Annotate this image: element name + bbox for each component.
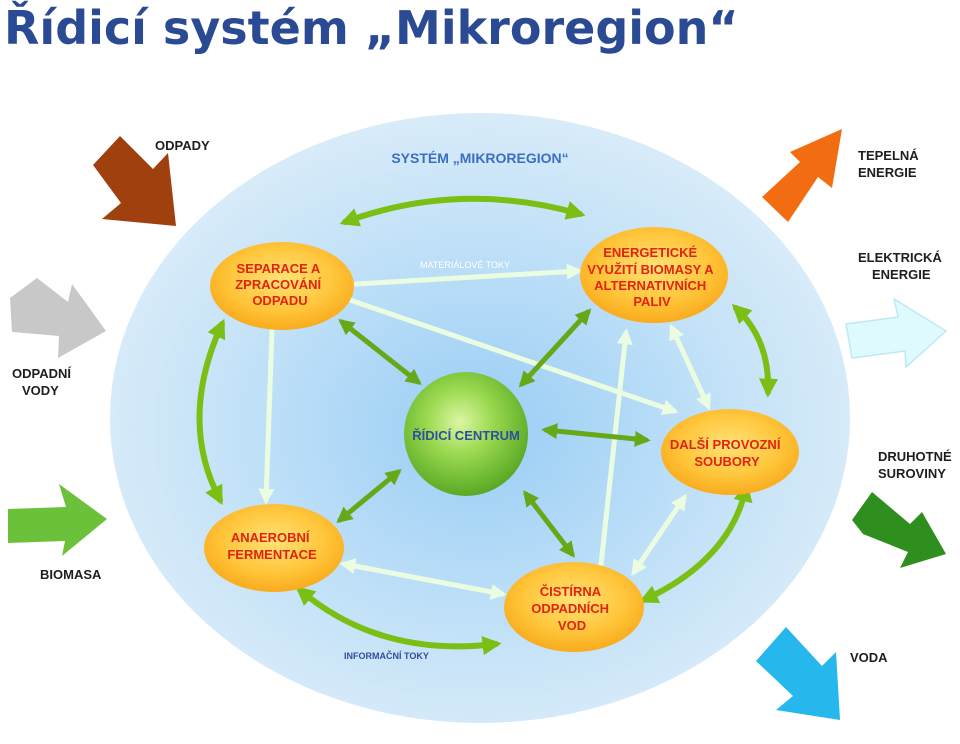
flow-separace-energeticke [353,263,583,287]
flow-cistirna-energeticke [597,328,633,577]
svg-text:VODA: VODA [850,650,888,665]
svg-text:ČISTÍRNA ODPADNÍCH: ČISTÍRNA ODPADNÍCH VOD [531,584,612,633]
node-energeticke-line-2: VYUŽITÍ BIOMASY A [587,262,714,277]
svg-text:ODPADNÍ VODY: ODPADNÍ VODY [12,366,75,398]
node-energeticke-line-4: PALIV [633,294,671,309]
flow-dalsi-cistirna [631,494,687,576]
output-label-elektricka-line-2: ENERGIE [872,267,931,282]
svg-text:ELEKTRICKÁ ENERGIE: ELEKTRICKÁ ENERGIE [858,250,945,282]
node-cistirna-line-2: ODPADNÍCH [531,601,609,616]
svg-text:ENERGETICKÉ VYUŽITÍ BIOM: ENERGETICKÉ VYUŽITÍ BIOMASY A ALTERNATIV… [587,245,717,309]
cycle-arrow-bottom-right [638,482,753,604]
input-label-biomasa: BIOMASA [40,567,102,582]
node-separace[interactable]: SEPARACE A ZPRACOVÁNÍ ODPADU [210,242,354,330]
info-center-energeticke [518,308,592,388]
output-arrow-tepelna [762,129,842,222]
output-label-tepelna-line-1: TEPELNÁ [858,148,919,163]
node-dalsi-line-2: SOUBORY [694,454,760,469]
cycle-arrow-right [731,304,779,398]
cycle-arrows [196,195,779,656]
node-cistirna[interactable]: ČISTÍRNA ODPADNÍCH VOD [504,562,644,652]
svg-text:SEPARACE A ZPRACOVÁNÍ: SEPARACE A ZPRACOVÁNÍ ODPADU [235,261,325,308]
flow-anaerobni-cistirna [339,558,507,600]
node-separace-line-1: SEPARACE A [237,261,321,276]
node-energeticke[interactable]: ENERGETICKÉ VYUŽITÍ BIOMASY A ALTERNATIV… [580,227,728,323]
input-arrow-biomasa [8,484,107,556]
control-center[interactable]: ŘÍDICÍ CENTRUM [404,372,528,496]
output-arrow-voda [756,627,840,720]
page-title: Řídicí systém „Mikroregion“ [4,1,739,55]
info-center-anaerobni [336,468,402,524]
info-center-dalsi [541,423,651,447]
node-anaerobni[interactable]: ANAEROBNÍ FERMENTACE [204,504,344,592]
svg-text:ODPADY: ODPADY [155,138,210,153]
node-dalsi-line-1: DALŠÍ PROVOZNÍ [670,437,781,452]
information-flows [336,308,651,558]
output-label-voda: VODA [850,650,888,665]
output-arrow-elektricka [845,297,948,369]
input-label-odpadni-vody-line-2: VODY [22,383,59,398]
system-label: SYSTÉM „MIKROREGION“ [391,150,568,166]
output-label-druhotne-line-2: SUROVINY [878,466,946,481]
node-separace-line-2: ZPRACOVÁNÍ [235,277,321,292]
output-label-elektricka-line-1: ELEKTRICKÁ [858,250,942,265]
input-label-odpady: ODPADY [155,138,210,153]
svg-text:TEPELNÁ ENERGIE: TEPELNÁ ENERGIE [858,148,922,180]
svg-text:DALŠÍ PROVOZNÍ SOUBORY: DALŠÍ PROVOZNÍ SOUBORY [670,437,784,469]
svg-text:DRUHOTNÉ SUROVINY: DRUHOTNÉ SUROVINY [878,449,955,481]
info-center-separace [338,319,422,385]
output-label-tepelna-line-2: ENERGIE [858,165,917,180]
flow-separace-anaerobni [258,327,275,505]
info-center-cistirna [523,490,575,558]
information-flows-label: INFORMAČNÍ TOKY [344,650,429,661]
control-center-label: ŘÍDICÍ CENTRUM [412,428,520,443]
svg-text:ANAEROBNÍ FERMENTACE: ANAEROBNÍ FERMENTACE [227,530,317,562]
node-cistirna-line-3: VOD [558,618,586,633]
node-energeticke-line-3: ALTERNATIVNÍCH [594,278,706,293]
input-label-odpadni-vody-line-1: ODPADNÍ [12,366,71,381]
node-anaerobni-line-1: ANAEROBNÍ [231,530,310,545]
node-cistirna-line-1: ČISTÍRNA [540,584,602,599]
node-anaerobni-line-2: FERMENTACE [227,547,317,562]
cycle-arrow-left [196,318,226,506]
flow-energeticke-dalsi [669,323,711,411]
node-dalsi[interactable]: DALŠÍ PROVOZNÍ SOUBORY [661,409,799,495]
cycle-arrow-top [339,195,586,227]
output-label-druhotne-line-1: DRUHOTNÉ [878,449,952,464]
output-arrow-druhotne [852,492,946,568]
material-flows [258,263,711,600]
input-arrow-odpady [93,136,176,226]
material-flows-label: MATERIÁLOVÉ TOKY [420,260,510,270]
node-energeticke-line-1: ENERGETICKÉ [603,245,697,260]
node-separace-line-3: ODPADU [252,293,307,308]
cycle-arrow-bottom-left [295,586,502,656]
svg-text:BIOMASA: BIOMASA [40,567,102,582]
input-arrow-odpadni-vody [10,278,106,358]
